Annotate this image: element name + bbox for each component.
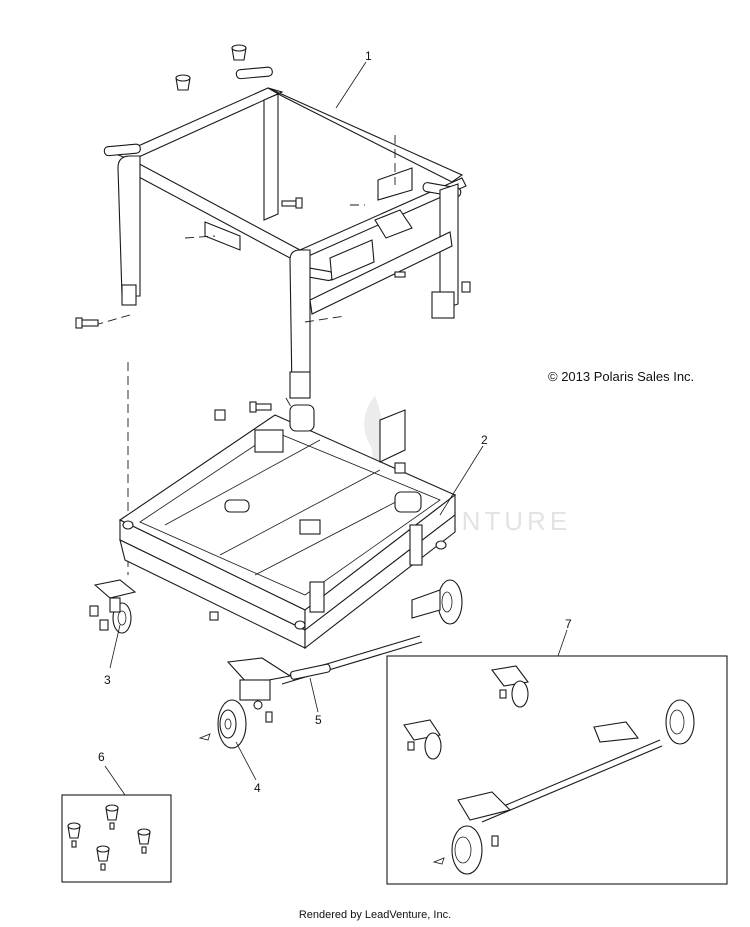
- callout-4: 4: [254, 781, 261, 795]
- caster-assembly: [89, 579, 137, 634]
- bolt: [75, 317, 99, 329]
- kit-box-feet: [61, 794, 172, 883]
- bolt: [295, 197, 303, 209]
- bolt: [249, 401, 272, 413]
- foot-mount: [105, 804, 119, 830]
- foot-mount: [137, 828, 151, 854]
- callout-7: 7: [565, 617, 572, 631]
- foot-mount: [96, 845, 110, 871]
- callout-5: 5: [315, 713, 322, 727]
- callout-leaders: [104, 61, 568, 796]
- copyright-notice: © 2013 Polaris Sales Inc.: [548, 369, 695, 384]
- callout-1: 1: [365, 49, 372, 63]
- base-tray: [118, 404, 463, 685]
- kit-box-wheels: [386, 655, 728, 885]
- footer-credit: Rendered by LeadVenture, Inc.: [298, 909, 452, 921]
- callout-3: 3: [104, 673, 111, 687]
- foot-mount: [67, 822, 81, 848]
- bolt: [461, 281, 471, 293]
- wheel-and-axle: [198, 657, 331, 749]
- upper-frame: [75, 44, 471, 575]
- callout-2: 2: [481, 433, 488, 447]
- bolt: [281, 200, 297, 207]
- callout-6: 6: [98, 750, 105, 764]
- bolt: [394, 271, 406, 278]
